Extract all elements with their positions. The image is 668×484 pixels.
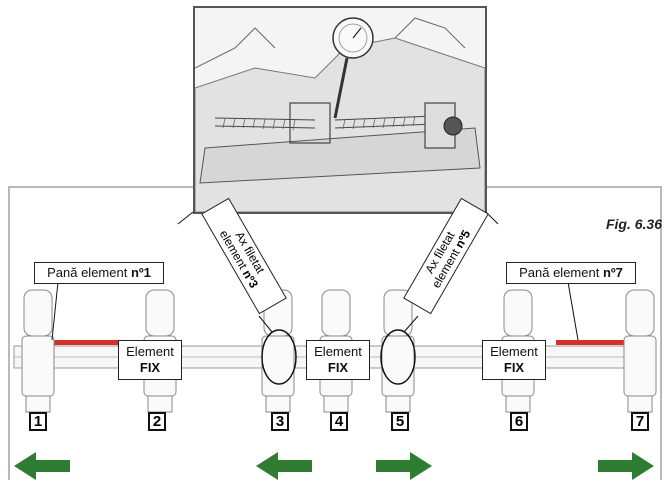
arrow-right-7 (598, 452, 654, 480)
fixed-element-label-6: Element FIX (482, 340, 546, 380)
leader-pana-1 (52, 282, 58, 340)
callout-pana-7-text: Pană element (519, 265, 603, 280)
callout-pana-1-text: Pană element (47, 265, 131, 280)
leader-inset-left (178, 212, 193, 224)
fixed-element-label-4: Element FIX (306, 340, 370, 380)
element-number-4: 4 (330, 412, 348, 431)
fixed-element-6-line1: Element (483, 344, 545, 360)
callout-pana-7: Pană element nº7 (506, 262, 636, 284)
element-number-1: 1 (29, 412, 47, 431)
arrow-left-3 (256, 452, 312, 480)
pana-bar-7 (556, 340, 626, 345)
element-sketch-5 (382, 290, 414, 412)
fixed-element-4-line2: FIX (328, 360, 348, 375)
leader-pana-7 (568, 282, 578, 340)
element-number-3: 3 (271, 412, 289, 431)
element-sketch-7 (624, 290, 656, 412)
fixed-element-label-2: Element FIX (118, 340, 182, 380)
callout-pana-1: Pană element nº1 (34, 262, 164, 284)
fixed-element-2-line2: FIX (140, 360, 160, 375)
fixed-element-6-line2: FIX (504, 360, 524, 375)
arrow-left-1 (14, 452, 70, 480)
pana-bar-1 (52, 340, 122, 345)
callout-pana-1-num: nº1 (131, 265, 151, 280)
element-number-5: 5 (391, 412, 409, 431)
fixed-element-2-line1: Element (119, 344, 181, 360)
element-number-7: 7 (631, 412, 649, 431)
fixed-element-4-line1: Element (307, 344, 369, 360)
callout-pana-7-num: nº7 (603, 265, 623, 280)
element-sketch-1 (22, 290, 54, 412)
element-number-6: 6 (510, 412, 528, 431)
element-number-2: 2 (148, 412, 166, 431)
arrow-right-5 (376, 452, 432, 480)
